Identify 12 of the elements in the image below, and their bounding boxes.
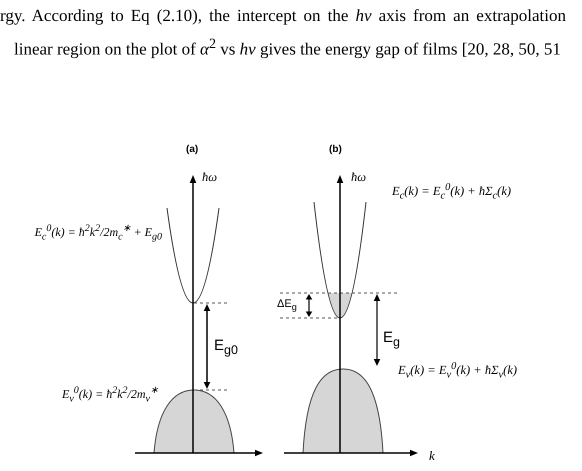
panel-label: (a)	[186, 144, 198, 156]
band-equation: E$_{c}$(k) = E$_{c}$$^{0}$(k) + ħΣ$_{c}$(k)	[392, 182, 512, 203]
shift-label: ΔE$_{g}$	[277, 298, 297, 313]
band-equation: E$_{c}$$^{0}$(k) = ħ$^{2}$k$^{2}$/2m$_{c}$$^{∗}$ + E$_{g0}$	[34, 223, 162, 243]
axis-label: k	[429, 449, 435, 464]
band-equation: E$_{v}$(k) = E$_{v}$$^{0}$(k) + ħΣ$_{v}$(k)	[398, 361, 518, 382]
axis-label: ħω	[202, 170, 218, 184]
panel-label: (b)	[329, 144, 342, 156]
gap-label: E$_{g}$	[383, 329, 400, 350]
axis-label: ħω	[351, 170, 366, 184]
body-text: rgy. According to Eq (2.10), the intercept on the hν axis from an extrapolation linear region on the plot of α$^{2}$ vs hν gives the energy gap of films [20, 28, 50, 51	[0, 5, 566, 61]
gap-label: E$_{g0}$	[214, 337, 238, 358]
